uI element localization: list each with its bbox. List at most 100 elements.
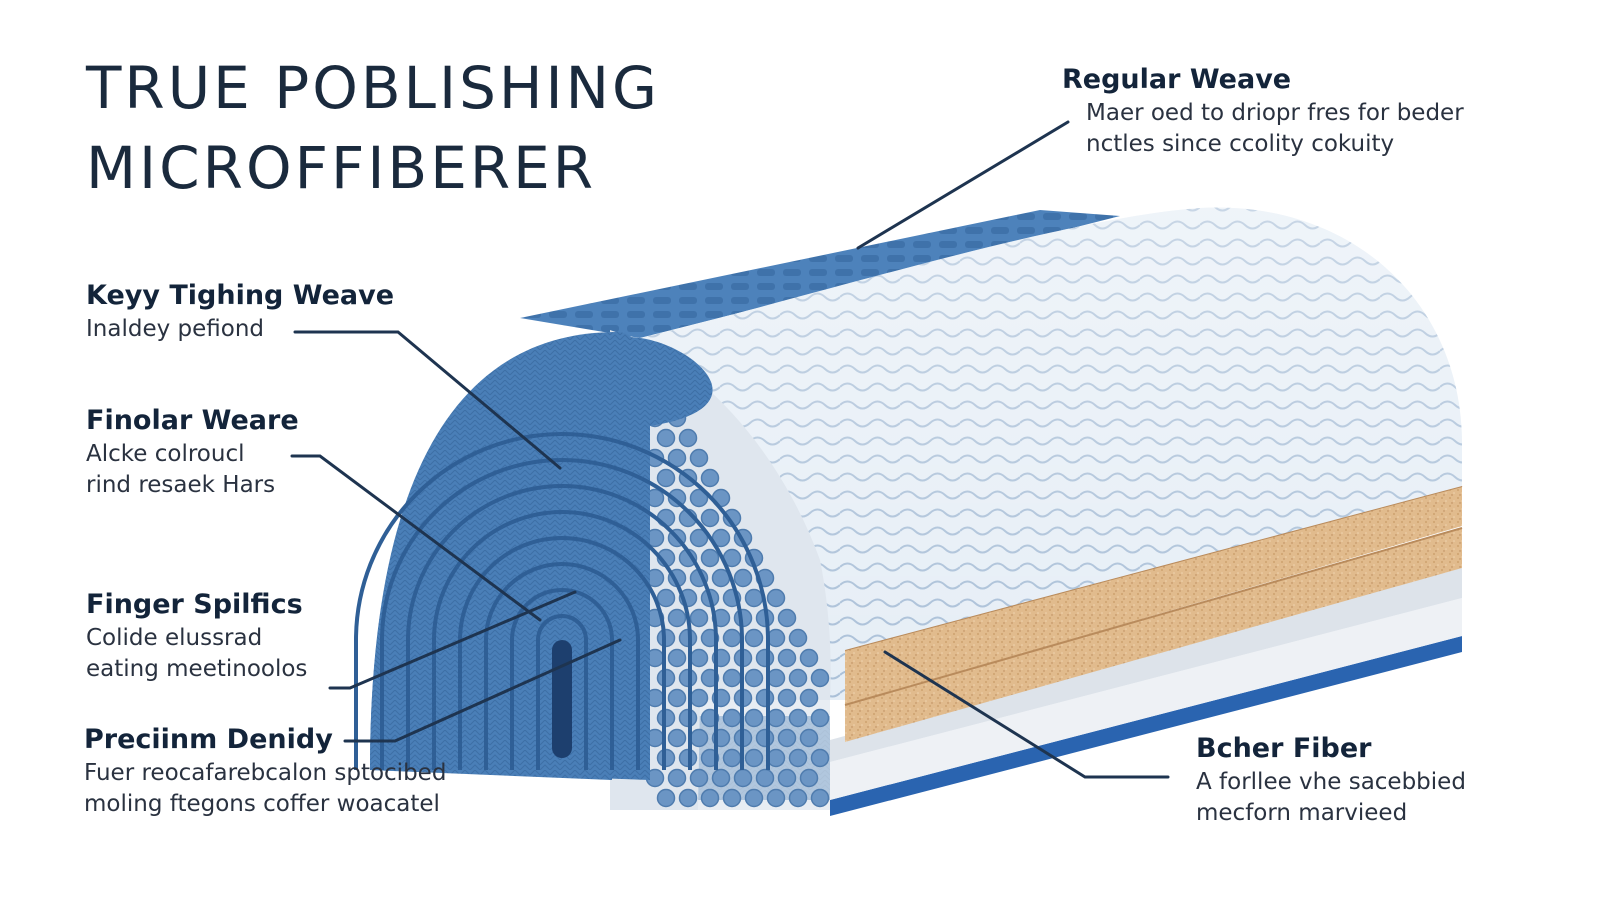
arch-ring — [380, 458, 744, 770]
diagram-title: TRUE POBLISHING MICROFFIBERER — [86, 48, 660, 208]
callout-heading: Keyy Tighing Weave — [86, 280, 395, 311]
arch-ring — [458, 536, 666, 770]
callout-regular-weave: Regular Weave Maer oed to driopr fres fo… — [1062, 62, 1464, 160]
callout-finolar-weare: Finolar Weare Alcke colroucl rind resaek… — [86, 403, 299, 501]
concentric-arch-rings — [354, 432, 770, 770]
fiber-dot — [722, 628, 742, 648]
top-knit-strip — [520, 210, 1120, 338]
fiber-dot — [777, 728, 797, 748]
callout-bcher-fiber: Bcher Fiber A forllee vhe sacebbied mecf… — [1196, 731, 1466, 829]
arch-ring — [510, 588, 614, 770]
fiber-dot — [689, 448, 709, 468]
fiber-dot — [777, 648, 797, 668]
callout-line: nctles since ccolity cokuity — [1086, 131, 1395, 157]
fiber-dot — [766, 748, 786, 768]
fiber-dot — [689, 648, 709, 668]
leader-keyy-tighing — [293, 330, 562, 470]
fiber-dot — [777, 608, 797, 628]
fiber-dot — [799, 768, 819, 788]
callout-description: Colide elussrad eating meetinoolos — [86, 623, 307, 685]
fiber-dot — [755, 648, 775, 668]
callout-finger-spilfics: Finger Spilfics Colide elussrad eating m… — [86, 587, 307, 685]
callout-heading: Finolar Weare — [86, 405, 299, 436]
leader-bcher-fiber — [883, 650, 1170, 779]
arch-ring — [354, 432, 770, 770]
fiber-dot — [700, 508, 720, 528]
leader-regular-weave — [856, 120, 1070, 250]
fiber-dot — [744, 628, 764, 648]
arch-ring — [484, 562, 640, 770]
fiber-dot — [667, 768, 687, 788]
foam-layer-lower — [845, 528, 1462, 742]
fiber-dot — [810, 668, 830, 688]
fiber-dot — [722, 708, 742, 728]
leader-finolar-weare — [290, 454, 542, 622]
callout-heading: Preciinm Denidy — [84, 724, 333, 755]
callout-line: Inaldey pefiond — [86, 316, 265, 342]
fiber-dot — [689, 528, 709, 548]
fiber-dot — [766, 708, 786, 728]
fiber-dot — [700, 468, 720, 488]
fiber-dot — [777, 768, 797, 788]
leader-preciinm-denidy — [343, 638, 622, 743]
callout-heading: Bcher Fiber — [1196, 733, 1372, 764]
fiber-dot — [667, 648, 687, 668]
leader-lines — [290, 120, 1170, 779]
fiber-dot — [766, 788, 786, 808]
fiber-dot — [667, 488, 687, 508]
fiber-dot — [810, 708, 830, 728]
fiber-dot — [733, 568, 753, 588]
fiber-dot — [700, 548, 720, 568]
fiber-dot — [689, 488, 709, 508]
fiber-dot — [667, 448, 687, 468]
callout-description: Maer oed to driopr fres for beder nctles… — [1086, 98, 1464, 160]
callout-heading: Regular Weave — [1062, 64, 1292, 95]
fiber-dot — [788, 708, 808, 728]
callout-line: A forllee vhe sacebbied — [1196, 769, 1466, 795]
base-blue-stripe — [830, 636, 1462, 816]
fiber-dot — [755, 768, 775, 788]
fiber-dot — [788, 748, 808, 768]
fiber-dot — [722, 668, 742, 688]
callout-description: Inaldey pefiond — [86, 314, 394, 345]
fiber-dot — [733, 768, 753, 788]
fiber-dot — [799, 688, 819, 708]
fiber-dot — [766, 668, 786, 688]
base-white-layer — [830, 568, 1462, 762]
fiber-dot — [755, 688, 775, 708]
callout-line: Maer oed to driopr fres for beder — [1086, 100, 1464, 126]
fiber-dot — [810, 748, 830, 768]
fiber-dot — [810, 788, 830, 808]
fiber-dot — [755, 728, 775, 748]
fiber-dot — [777, 688, 797, 708]
fiber-dot — [689, 768, 709, 788]
callout-line: eating meetinoolos — [86, 656, 308, 682]
fiber-dot — [667, 728, 687, 748]
callout-keyy-tighing-weave: Keyy Tighing Weave Inaldey pefiond — [86, 278, 394, 345]
callout-description: Fuer reocafarebcalon sptocibed moling ft… — [84, 758, 446, 820]
fiber-dot — [656, 428, 676, 448]
callout-line: Fuer reocafarebcalon sptocibed — [84, 760, 447, 786]
callout-line: mecforn marvieed — [1196, 800, 1408, 826]
fiber-dot — [766, 588, 786, 608]
callout-line: Alcke colroucl — [86, 441, 245, 467]
fiber-dot — [689, 728, 709, 748]
fiber-dot — [689, 608, 709, 628]
fiber-dot — [799, 648, 819, 668]
callout-description: Alcke colroucl rind resaek Hars — [86, 439, 299, 501]
fiber-dot — [744, 588, 764, 608]
callout-line: moling ftegons coffer woacatel — [84, 791, 440, 817]
base-grey-layer — [830, 598, 1462, 800]
callout-heading: Finger Spilfics — [86, 589, 303, 620]
callout-description: A forllee vhe sacebbied mecforn marvieed — [1196, 767, 1466, 829]
arch-ring — [432, 510, 692, 770]
fiber-dot — [678, 788, 698, 808]
fiber-dot — [788, 628, 808, 648]
fiber-dot — [766, 628, 786, 648]
callout-preciinm-denidy: Preciinm Denidy Fuer reocafarebcalon spt… — [84, 722, 446, 820]
fiber-dot — [656, 588, 676, 608]
fiber-dot — [744, 748, 764, 768]
fiber-dot — [744, 788, 764, 808]
fiber-dot — [689, 688, 709, 708]
